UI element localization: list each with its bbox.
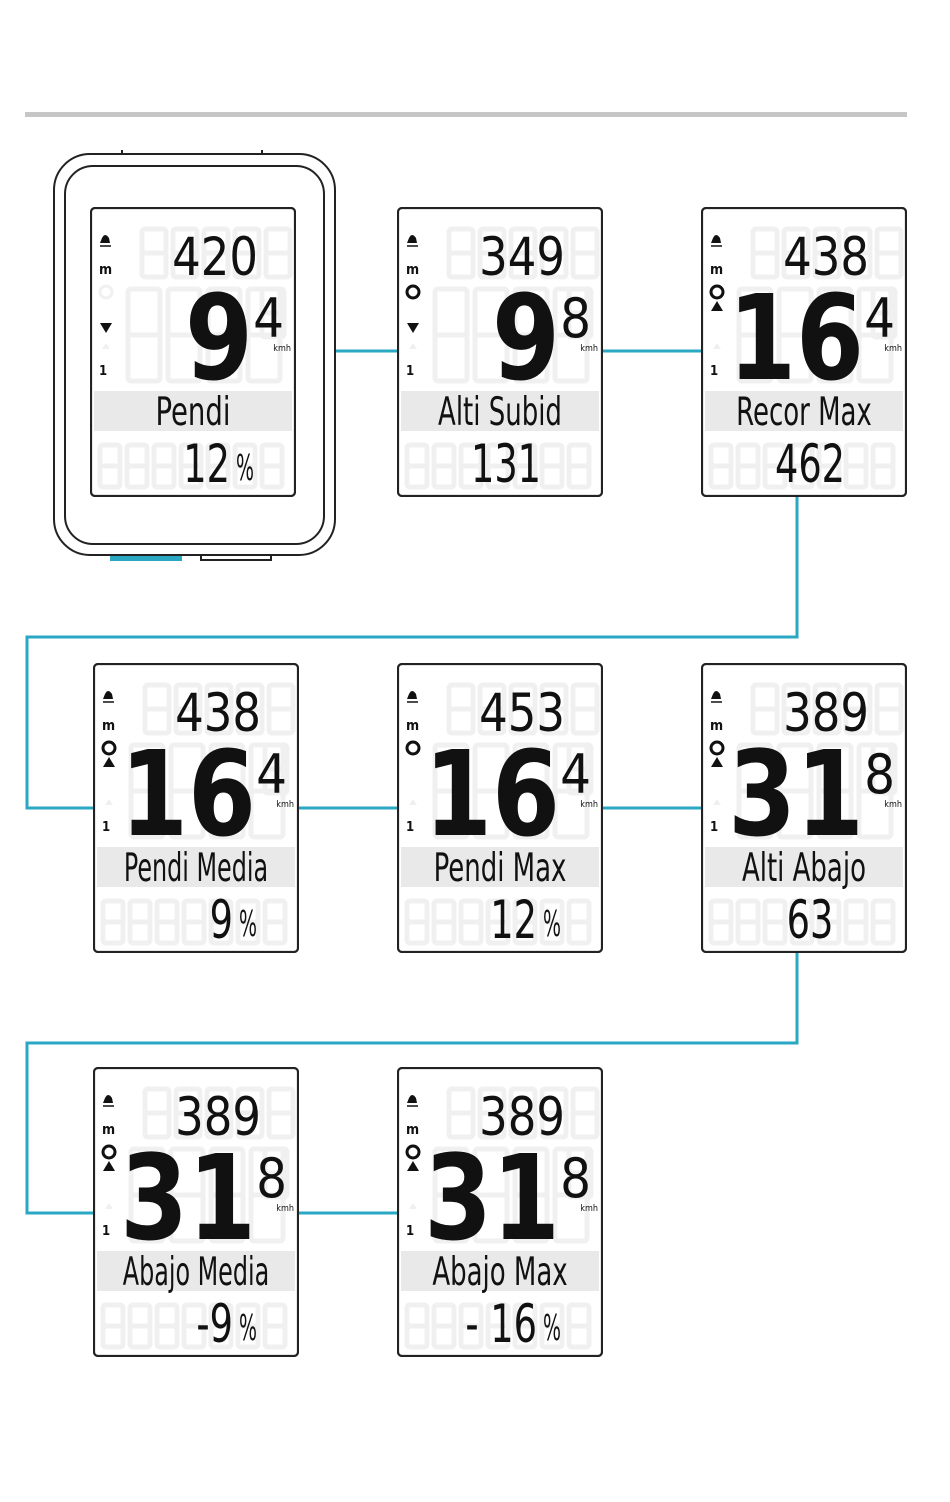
function-label: Pendi Max: [434, 846, 567, 891]
speed-unit: kmh: [276, 800, 294, 810]
meter-unit-label: m: [406, 1122, 419, 1138]
meter-unit-label: m: [102, 718, 115, 734]
speed-value: 31: [120, 1130, 256, 1267]
speed-value: 31: [424, 1130, 560, 1267]
speed-unit: kmh: [884, 344, 902, 354]
function-label: Abajo Max: [432, 1250, 567, 1295]
meter-unit-label: m: [710, 262, 723, 278]
lap-indicator: 1: [99, 364, 107, 379]
meter-unit-label: m: [406, 262, 419, 278]
speed-decimal: 4: [560, 743, 591, 806]
lap-indicator: 1: [406, 1224, 414, 1239]
function-label: Alti Subid: [438, 390, 562, 435]
speed-value: 16: [424, 726, 560, 863]
function-label: Abajo Media: [123, 1249, 269, 1295]
function-value: 63: [787, 890, 834, 952]
function-label: Pendi: [155, 389, 230, 435]
meter-unit-label: m: [102, 1122, 115, 1138]
speed-value: 16: [728, 270, 864, 407]
percent-unit: %: [239, 903, 257, 945]
function-label: Alti Abajo: [742, 846, 866, 891]
speed-decimal: 4: [253, 287, 284, 350]
function-value: 131: [471, 434, 541, 496]
meter-unit-label: m: [99, 262, 112, 278]
speed-value: 31: [728, 726, 864, 863]
speed-unit: kmh: [884, 800, 902, 810]
function-value: 462: [775, 434, 845, 496]
percent-unit: %: [543, 903, 561, 945]
speed-decimal: 4: [256, 743, 287, 806]
speed-unit: kmh: [276, 1204, 294, 1214]
speed-decimal: 8: [560, 1147, 591, 1210]
percent-unit: %: [543, 1307, 561, 1349]
speed-decimal: 8: [256, 1147, 287, 1210]
function-value: 12: [183, 434, 230, 496]
speed-value: 9: [492, 270, 560, 407]
percent-unit: %: [239, 1307, 257, 1349]
speed-value: 9: [185, 270, 253, 407]
speed-unit: kmh: [273, 344, 291, 354]
percent-unit: %: [236, 447, 254, 489]
meter-unit-label: m: [710, 718, 723, 734]
function-label: Recor Max: [736, 390, 872, 435]
lap-indicator: 1: [710, 364, 718, 379]
lap-indicator: 1: [710, 820, 718, 835]
lap-indicator: 1: [406, 820, 414, 835]
function-value: 9: [210, 890, 233, 952]
screen-pendi-media: m1438164kmhPendi Media9%: [93, 663, 299, 953]
speed-decimal: 8: [864, 743, 895, 806]
speed-decimal: 8: [560, 287, 591, 350]
speed-value: 16: [120, 726, 256, 863]
lap-indicator: 1: [102, 820, 110, 835]
function-label: Pendi Media: [124, 845, 268, 891]
speed-unit: kmh: [580, 344, 598, 354]
lap-indicator: 1: [102, 1224, 110, 1239]
function-value: - 16: [465, 1294, 537, 1356]
speed-decimal: 4: [864, 287, 895, 350]
lap-indicator: 1: [406, 364, 414, 379]
function-value: -9: [196, 1294, 233, 1356]
meter-unit-label: m: [406, 718, 419, 734]
speed-unit: kmh: [580, 800, 598, 810]
function-value: 12: [490, 890, 537, 952]
speed-unit: kmh: [580, 1204, 598, 1214]
